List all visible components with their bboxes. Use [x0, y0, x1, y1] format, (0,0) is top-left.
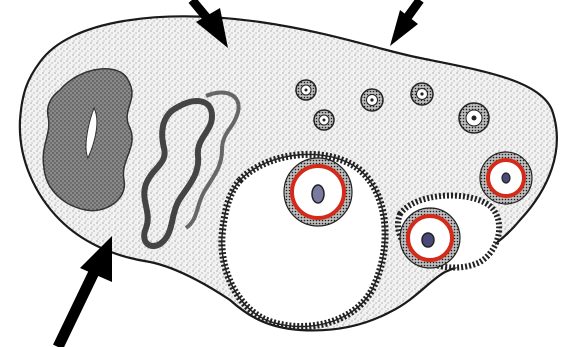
arrow-down-left-icon: [390, 0, 420, 46]
primordial-follicle: [314, 110, 334, 130]
growing-follicle-red: [400, 208, 460, 268]
primordial-follicle: [361, 89, 383, 111]
growing-follicle-red: [480, 152, 532, 204]
primordial-follicle: [296, 80, 316, 100]
growing-follicle-red: [284, 158, 352, 226]
primordial-follicle: [411, 83, 433, 105]
primordial-follicle: [459, 103, 489, 133]
arrow-up-right-icon: [58, 236, 112, 347]
